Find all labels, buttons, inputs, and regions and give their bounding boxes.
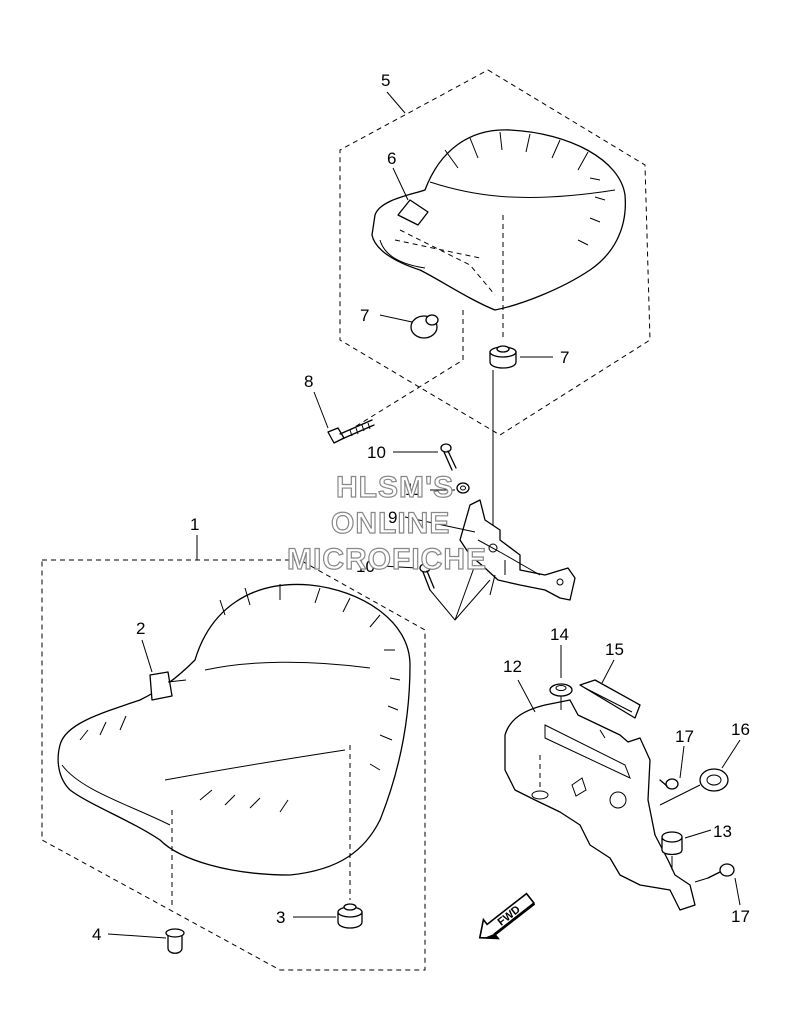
- damper-7-right[interactable]: [489, 345, 517, 369]
- damper-7-left[interactable]: [410, 314, 439, 339]
- lower-group-boundary: [41, 559, 426, 971]
- callout-7-left: 7: [360, 306, 369, 325]
- watermark-line-3: MICROFICHE: [287, 543, 487, 576]
- seat-bracket[interactable]: [459, 499, 576, 601]
- callout-2: 2: [136, 619, 145, 638]
- watermark: HLSM'S ONLINE MICROFICHE: [286, 470, 487, 576]
- callout-13: 13: [713, 822, 732, 841]
- callout-4: 4: [92, 925, 101, 944]
- callout-10-upper: 10: [367, 443, 386, 462]
- callout-9: 9: [388, 508, 397, 527]
- seat-cover-patch-2[interactable]: [149, 671, 187, 701]
- rider-seat[interactable]: [57, 583, 411, 905]
- bolt-10-lower[interactable]: [419, 563, 435, 591]
- callout-17-lower: 17: [731, 907, 750, 926]
- pad-15[interactable]: [579, 679, 641, 719]
- callout-16: 16: [731, 720, 750, 739]
- callout-14: 14: [550, 625, 569, 644]
- screw-17-upper[interactable]: [659, 778, 679, 790]
- screw-17-lower[interactable]: [707, 863, 735, 879]
- bolt-8[interactable]: [327, 419, 375, 444]
- seat-cover-patch-6[interactable]: [397, 199, 429, 226]
- damper-4[interactable]: [165, 928, 185, 954]
- callout-8: 8: [304, 372, 313, 391]
- damper-3[interactable]: [337, 903, 363, 929]
- watermark-line-1: HLSM'S: [336, 471, 454, 504]
- side-cover-12[interactable]: [504, 699, 696, 911]
- collar-11[interactable]: [456, 482, 470, 494]
- callout-1: 1: [190, 515, 199, 534]
- damper-13[interactable]: [661, 831, 683, 856]
- callout-3: 3: [276, 908, 285, 927]
- grommet-16[interactable]: [699, 768, 729, 792]
- callout-5: 5: [381, 71, 390, 90]
- bolt-10-upper[interactable]: [440, 443, 457, 471]
- callout-12: 12: [503, 657, 522, 676]
- callout-11: 11: [405, 480, 423, 499]
- grommet-14[interactable]: [549, 683, 573, 697]
- callout-7-right: 7: [560, 348, 569, 367]
- callout-15: 15: [605, 640, 624, 659]
- callout-6: 6: [387, 149, 396, 168]
- upper-group-boundary: [339, 69, 651, 436]
- watermark-line-2: ONLINE: [331, 507, 450, 540]
- fwd-arrow-icon: FWD: [478, 892, 536, 940]
- callout-10-lower: 10: [356, 557, 375, 576]
- passenger-seat[interactable]: [371, 129, 626, 311]
- callout-17-upper: 17: [675, 727, 694, 746]
